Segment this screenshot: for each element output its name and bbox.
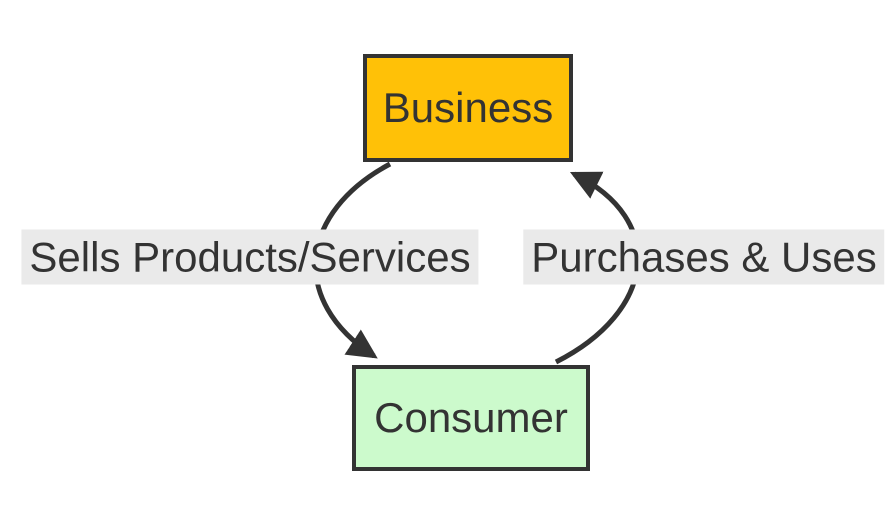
node-consumer-label: Consumer <box>374 394 568 441</box>
edge-label-sells-products-services: Sells Products/Services <box>21 229 479 285</box>
node-consumer: Consumer <box>352 365 590 471</box>
edge-label-purchases-and-uses: Purchases & Uses <box>523 229 885 285</box>
node-business-label: Business <box>382 84 554 131</box>
node-business: Business <box>363 54 573 162</box>
